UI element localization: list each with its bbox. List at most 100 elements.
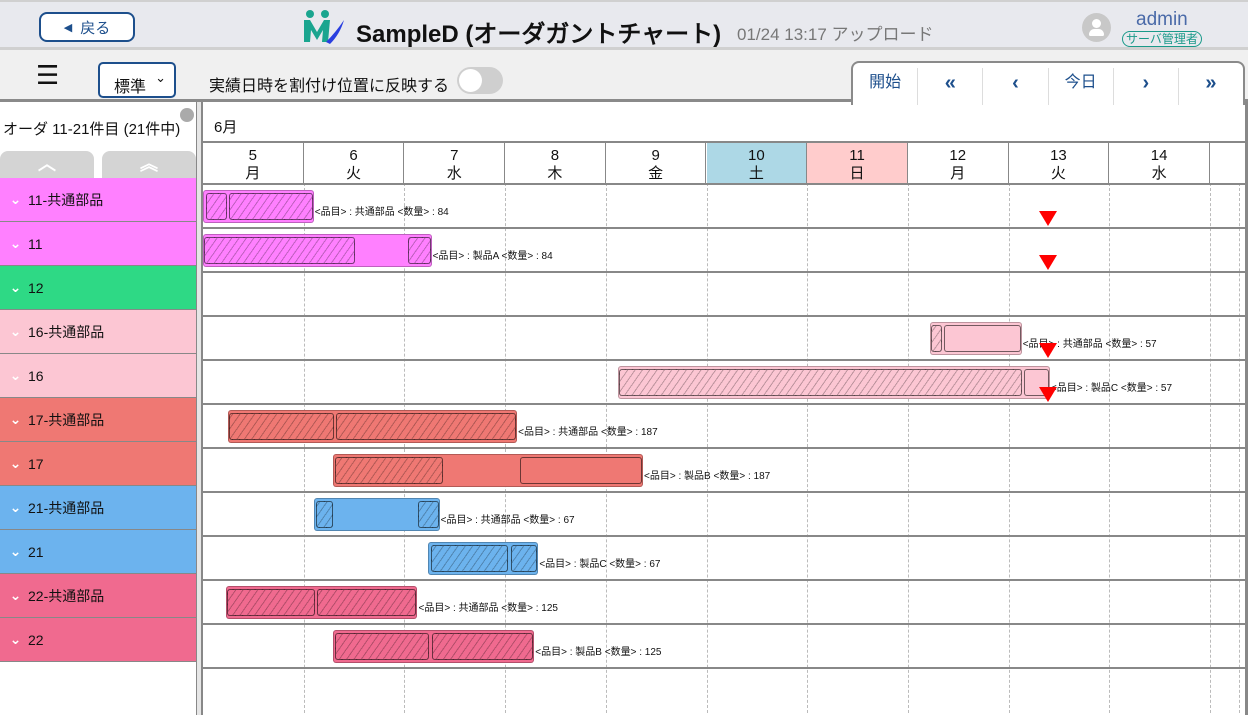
day-number: 10 <box>748 147 765 164</box>
task-block[interactable] <box>430 545 509 572</box>
chevron-down-icon[interactable]: ⌄ <box>9 323 22 339</box>
weekday: 水 <box>1151 165 1167 182</box>
day-number: 8 <box>550 147 560 164</box>
task-block[interactable] <box>931 325 943 352</box>
row-divider <box>203 579 1245 581</box>
weekday: 金 <box>648 165 664 182</box>
bar-label: <品目> : 製品B <数量> : 187 <box>644 471 771 482</box>
task-block[interactable] <box>204 237 356 264</box>
day-gridline <box>807 183 809 715</box>
bar-label: <品目> : 共通部品 <数量> : 125 <box>418 603 558 614</box>
order-row[interactable]: ⌄ 11-共通部品 <box>0 178 196 222</box>
chevron-down-icon[interactable]: ⌄ <box>9 631 22 647</box>
task-block[interactable] <box>520 457 643 484</box>
chevron-down-icon[interactable]: ⌄ <box>9 587 22 603</box>
task-block[interactable] <box>227 589 315 616</box>
day-gridline <box>605 183 607 715</box>
page-title: SampleD (オーダガントチャート) <box>356 21 722 48</box>
chevron-down-icon[interactable]: ⌄ <box>9 191 22 207</box>
day-gridline <box>1109 183 1111 715</box>
scroll-top-button[interactable]: ︽ <box>102 151 196 178</box>
task-block[interactable] <box>334 457 443 484</box>
nav-today-button[interactable]: 今日 <box>1049 68 1114 105</box>
order-list-panel: オーダ 11-21件目 (21件中) ︿ ︽ ⌄ 11-共通部品 ⌄11⌄12⌄16-… <box>0 102 197 715</box>
weekday: 水 <box>446 165 462 182</box>
task-block[interactable] <box>418 501 439 528</box>
chevron-down-icon[interactable]: ⌄ <box>9 499 22 515</box>
weekday: 木 <box>547 165 563 182</box>
day-gridline <box>706 183 708 715</box>
task-block[interactable] <box>316 589 417 616</box>
nav-next-far-button[interactable]: » <box>1205 72 1217 94</box>
chevron-down-icon[interactable]: ⌄ <box>9 455 22 471</box>
task-block[interactable] <box>944 325 1021 352</box>
role-badge: サーバ管理者 <box>1122 31 1202 47</box>
view-select[interactable]: 標準⌄ <box>98 62 176 98</box>
scroll-up-button[interactable]: ︿ <box>0 151 94 178</box>
order-row[interactable]: ⌄12 <box>0 266 196 310</box>
bar-label: <品目> : 製品A <数量> : 84 <box>432 251 553 262</box>
toggle-label: 実績日時を割付け位置に反映する <box>209 78 450 95</box>
hamburger-menu-icon[interactable]: ☰ <box>36 60 60 90</box>
day-number: 11 <box>849 147 865 164</box>
date-navigation: 開始 « ‹ 今日 › » <box>851 61 1245 105</box>
day-number: 5 <box>248 147 258 164</box>
list-options-icon[interactable] <box>180 108 194 122</box>
task-block[interactable] <box>334 633 429 660</box>
reflect-actual-toggle[interactable] <box>457 67 503 94</box>
gantt-chart: 6月 5月6火7水8木9金10土11日12月13火14水15木<品目> : 共通… <box>203 102 1245 715</box>
order-label: 11-共通部品 <box>28 191 104 208</box>
chevron-down-icon[interactable]: ⌄ <box>9 367 22 383</box>
row-divider <box>203 535 1245 537</box>
order-row[interactable]: ⌄11 <box>0 222 196 266</box>
chevron-down-icon[interactable]: ⌄ <box>9 235 22 251</box>
row-divider <box>203 403 1245 405</box>
task-block[interactable] <box>206 193 228 220</box>
task-block[interactable] <box>315 501 333 528</box>
order-row[interactable]: ⌄ 21 <box>0 530 196 574</box>
order-label: 21 <box>28 543 44 560</box>
order-label: 17 <box>28 455 44 472</box>
nav-next-button[interactable]: › <box>1114 68 1179 105</box>
order-row[interactable]: ⌄17-共通部品 <box>0 398 196 442</box>
task-block[interactable] <box>511 545 538 572</box>
task-block[interactable] <box>1023 369 1049 396</box>
day-number: 9 <box>651 147 660 164</box>
order-row[interactable]: ⌄22 <box>0 618 196 662</box>
chevron-down-icon[interactable]: ⌄ <box>9 279 22 295</box>
order-row[interactable]: ⌄22-共通部品 <box>0 574 196 618</box>
order-row[interactable]: ⌄ 17 <box>0 442 196 486</box>
day-gridline <box>303 183 305 715</box>
back-button[interactable]: ◀戻る <box>39 12 135 42</box>
bar-label: <品目> : 共通部品 <数量> : 57 <box>1022 339 1157 350</box>
nav-prev-far-button[interactable]: « <box>918 68 984 105</box>
task-block[interactable] <box>618 369 1022 396</box>
day-header: 15木 <box>1210 143 1245 183</box>
weekday: 月 <box>950 165 966 182</box>
order-row[interactable]: ⌄21-共通部品 <box>0 486 196 530</box>
header-divider <box>203 183 1245 185</box>
order-row[interactable]: ⌄16-共通部品 <box>0 310 196 354</box>
nav-start-button[interactable]: 開始 <box>853 68 919 105</box>
nav-prev-button[interactable]: ‹ <box>983 68 1049 105</box>
row-divider <box>203 667 1245 669</box>
username[interactable]: admin <box>1136 9 1188 30</box>
chevron-down-icon[interactable]: ⌄ <box>9 411 22 427</box>
day-gridline <box>505 183 507 715</box>
task-block[interactable] <box>229 413 334 440</box>
task-block[interactable] <box>229 193 313 220</box>
panel-splitter[interactable] <box>197 102 203 715</box>
chevron-down-icon[interactable]: ⌄ <box>9 543 22 559</box>
user-avatar-icon[interactable] <box>1082 13 1111 42</box>
order-count-title: オーダ 11-21件目 (21件中) <box>3 121 181 138</box>
task-block[interactable] <box>335 413 517 440</box>
task-block[interactable] <box>431 633 534 660</box>
row-divider <box>203 359 1245 361</box>
weekday: 土 <box>748 165 764 182</box>
task-block[interactable] <box>408 237 431 264</box>
order-row[interactable]: ⌄16 <box>0 354 196 398</box>
weekday: 月 <box>245 165 261 182</box>
